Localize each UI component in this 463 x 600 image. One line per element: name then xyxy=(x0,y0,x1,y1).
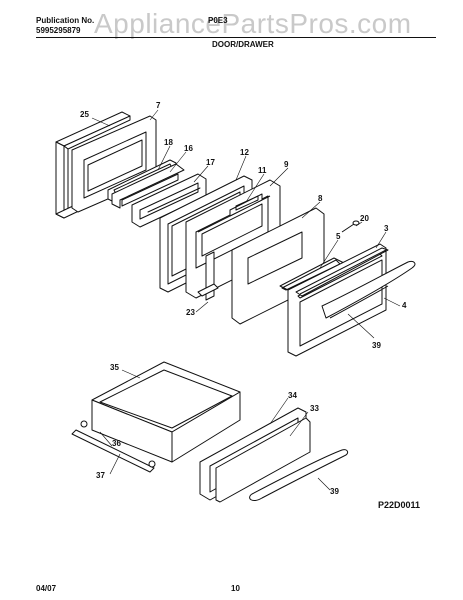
callout-9: 9 xyxy=(284,160,289,169)
callout-11: 11 xyxy=(258,166,267,175)
callout-34: 34 xyxy=(288,391,297,400)
callout-4: 4 xyxy=(402,301,407,310)
callout-12: 12 xyxy=(240,148,249,157)
part-11-window-bracket xyxy=(229,193,263,217)
callout-18: 18 xyxy=(164,138,173,147)
section-title: DOOR/DRAWER xyxy=(212,40,274,49)
part-23-hinge xyxy=(197,251,219,301)
callout-5: 5 xyxy=(336,232,341,241)
part-36-glide-rail xyxy=(71,420,156,473)
publication-label: Publication No. xyxy=(36,16,95,25)
callout-23: 23 xyxy=(186,308,195,317)
callout-17: 17 xyxy=(206,158,215,167)
diagram-code: P22D0011 xyxy=(378,500,421,510)
callout-37: 37 xyxy=(96,471,105,480)
model-number: P0E3 xyxy=(208,16,228,25)
watermark: AppliancePartsPros.com xyxy=(94,8,412,39)
callout-39-drawer-handle: 39 xyxy=(330,487,339,496)
callout-33: 33 xyxy=(310,404,319,413)
part-3-door-top-trim xyxy=(295,247,389,297)
part-16-glass-pane xyxy=(111,163,185,209)
callout-35: 35 xyxy=(110,363,119,372)
callout-16: 16 xyxy=(184,144,193,153)
publication-number: 5995295879 xyxy=(36,26,81,35)
part-39-drawer-handle xyxy=(249,449,349,501)
header-rule xyxy=(36,37,436,38)
part-39-door-handle xyxy=(321,261,416,319)
footer-date: 04/07 xyxy=(36,584,57,593)
page-number: 10 xyxy=(231,584,240,593)
callout-20: 20 xyxy=(360,214,369,223)
callout-3: 3 xyxy=(384,224,389,233)
callout-25: 25 xyxy=(80,110,89,119)
callout-8: 8 xyxy=(318,194,323,203)
callout-39-door-handle: 39 xyxy=(372,341,381,350)
callout-labels: 25 7 18 16 17 12 9 11 8 20 3 5 4 39 23 3… xyxy=(80,101,407,496)
callout-36: 36 xyxy=(112,439,121,448)
callout-7: 7 xyxy=(156,101,161,110)
leader-lines xyxy=(91,109,401,491)
part-35-drawer-body xyxy=(91,361,241,463)
part-20-screw xyxy=(341,220,360,233)
part-33-drawer-panel xyxy=(215,417,311,503)
